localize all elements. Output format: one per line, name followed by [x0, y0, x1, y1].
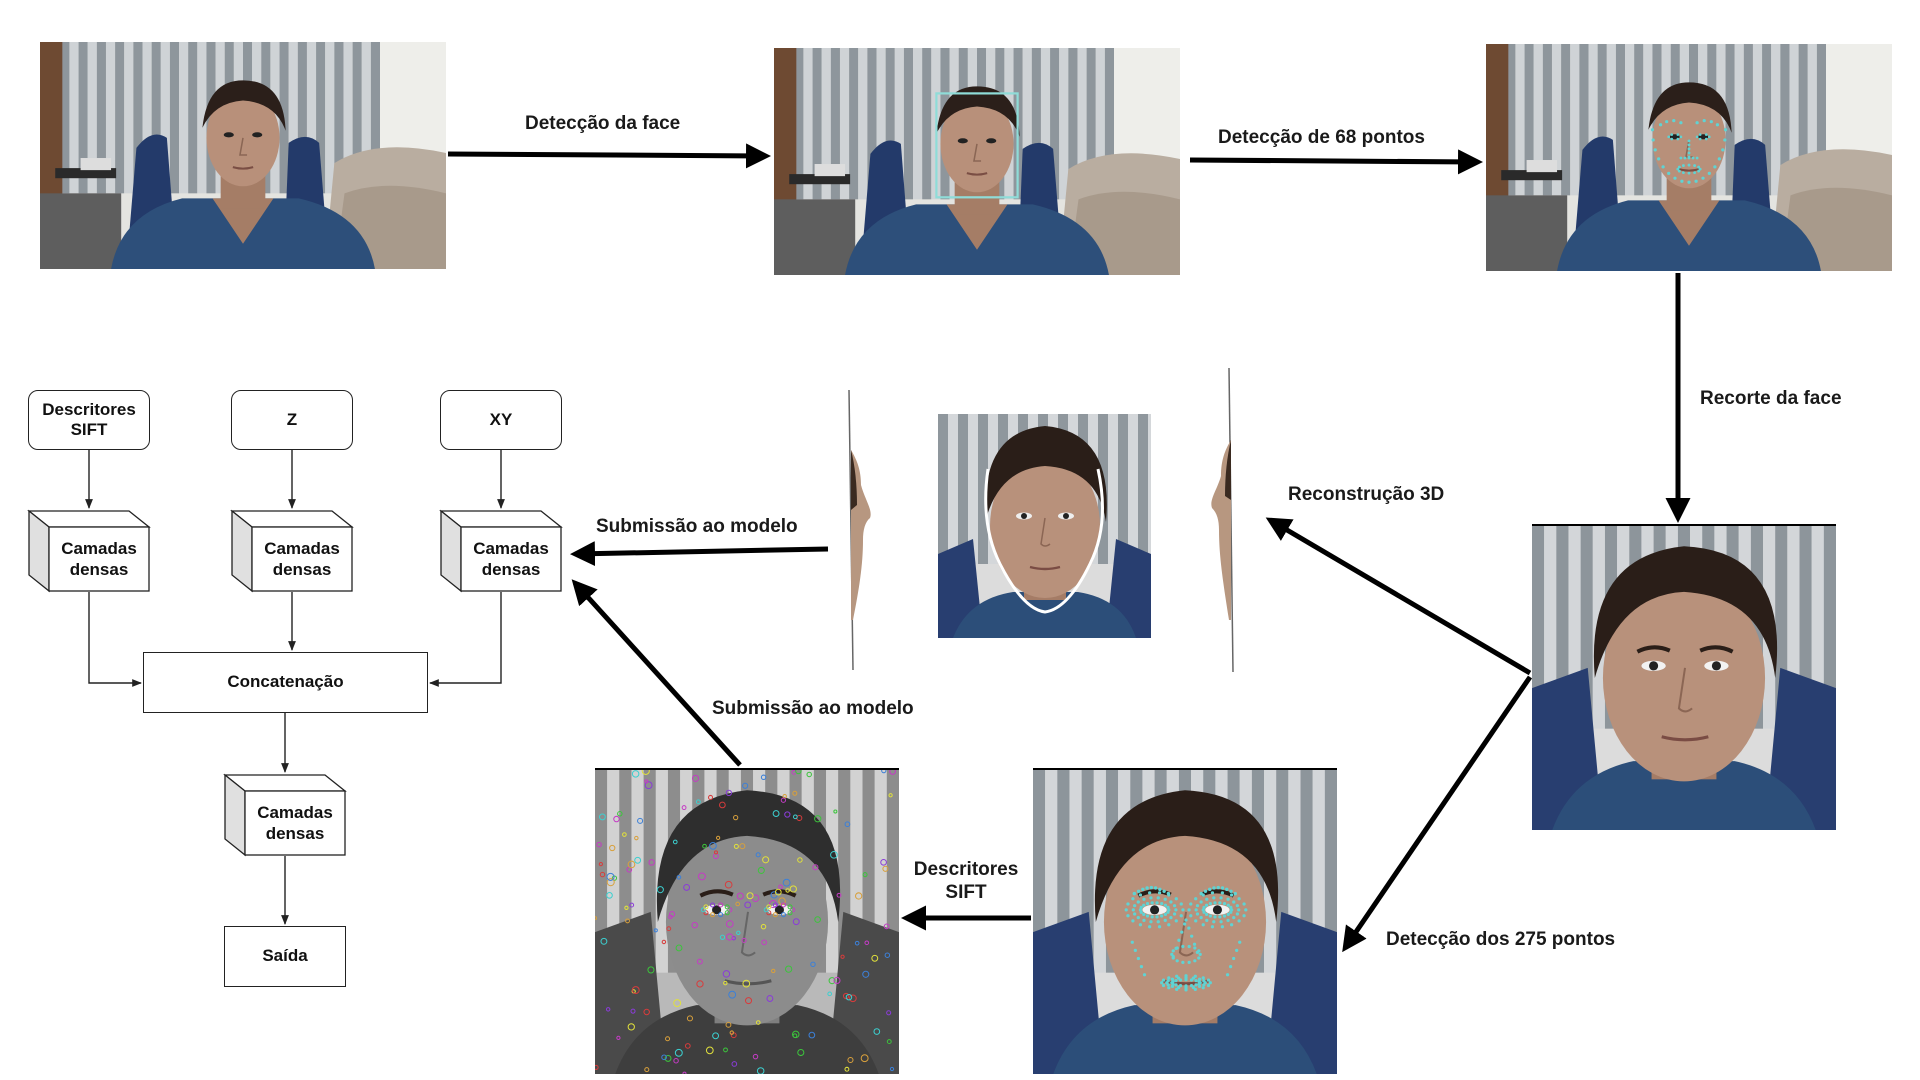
output-label: Saída — [262, 946, 308, 966]
reconstruction-3d-front — [938, 414, 1151, 638]
label-submit-sift: Submissão ao modelo — [712, 698, 914, 719]
input-z-box: Z — [231, 390, 353, 450]
arrow-face-detection — [447, 143, 771, 169]
reconstruction-3d-right-profile — [1207, 368, 1247, 672]
original-photo — [40, 42, 446, 269]
cropped-face-photo — [1532, 524, 1836, 830]
connector-dense3-concat — [429, 592, 502, 687]
input-z-label: Z — [286, 409, 298, 429]
concatenation-box: Concatenação — [143, 652, 428, 713]
label-face-detection: Detecção da face — [525, 113, 681, 134]
arrow-submit-sift — [571, 579, 742, 767]
input-xy-box: XY — [440, 390, 562, 450]
label-275-points: Detecção dos 275 pontos — [1386, 929, 1616, 950]
sift-descriptors-photo — [595, 768, 899, 1074]
arrow-68-points — [1189, 149, 1483, 175]
connector-dense1-concat — [88, 592, 142, 687]
label-68-points: Detecção de 68 pontos — [1218, 127, 1425, 148]
label-sift: Descritores SIFT — [904, 859, 1028, 905]
arrow-reconstruction-3d — [1265, 517, 1532, 676]
reconstruction-3d-left-profile — [835, 390, 875, 670]
arrow-submit-3d — [570, 541, 829, 567]
label-sift-line1: Descritores — [913, 859, 1019, 880]
landmarks-68-photo — [1486, 44, 1892, 271]
label-reconstruction-3d: Reconstrução 3D — [1288, 484, 1445, 505]
arrow-275-points — [1342, 675, 1533, 953]
input-xy-label: XY — [489, 409, 513, 429]
label-sift-line2: SIFT — [945, 881, 987, 903]
label-face-crop: Recorte da face — [1700, 388, 1842, 409]
output-box: Saída — [224, 926, 346, 987]
face-detected-photo — [774, 48, 1180, 275]
input-sift-line2: SIFT — [70, 420, 108, 439]
input-sift-line1: Descritores — [42, 399, 136, 419]
input-sift-box: Descritores SIFT — [28, 390, 150, 450]
label-submit-3d: Submissão ao modelo — [596, 516, 798, 537]
landmarks-275-photo — [1033, 768, 1337, 1074]
concatenation-label: Concatenação — [227, 672, 344, 692]
